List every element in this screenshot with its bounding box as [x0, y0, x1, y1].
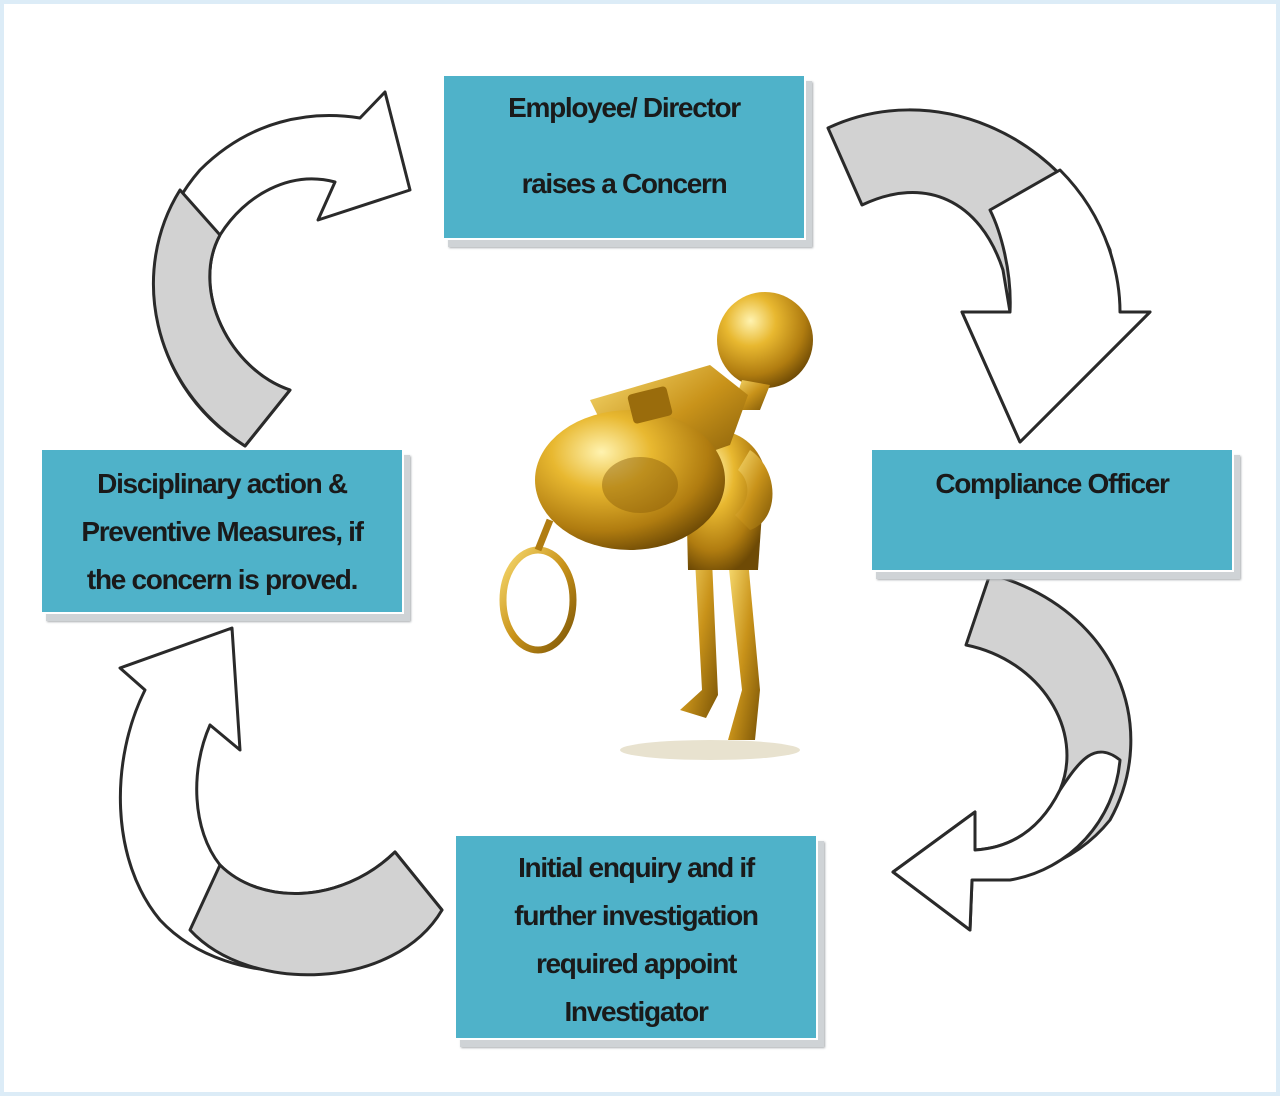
node-compliance-officer: Compliance Officer — [870, 448, 1234, 572]
node-disciplinary-action: Disciplinary action & Preventive Measure… — [40, 448, 404, 614]
arrow-raise-to-officer — [826, 108, 1152, 444]
arrow-officer-to-enquiry — [891, 572, 1133, 932]
arrow-enquiry-to-action — [118, 626, 444, 977]
node-compliance-officer-line-1: Compliance Officer — [935, 468, 1170, 499]
arrow-action-to-raise — [152, 90, 412, 448]
node-raise-concern: Employee/ Director raises a Concern — [442, 74, 806, 240]
node-raise-concern-line-1: Employee/ Director — [508, 92, 741, 123]
whistleblower-figure-image — [499, 292, 813, 760]
node-initial-enquiry-line-3: required appoint — [535, 948, 737, 979]
node-initial-enquiry: Initial enquiry and if further investiga… — [454, 834, 818, 1040]
node-initial-enquiry-line-4: Investigator — [564, 996, 708, 1027]
node-initial-enquiry-line-1: Initial enquiry and if — [518, 852, 755, 883]
node-raise-concern-line-2: raises a Concern — [521, 168, 728, 199]
node-disciplinary-action-line-1: Disciplinary action & — [97, 468, 348, 499]
node-disciplinary-action-line-2: Preventive Measures, if — [81, 516, 364, 547]
node-initial-enquiry-line-2: further investigation — [514, 900, 759, 931]
node-disciplinary-action-line-3: the concern is proved. — [86, 564, 358, 595]
